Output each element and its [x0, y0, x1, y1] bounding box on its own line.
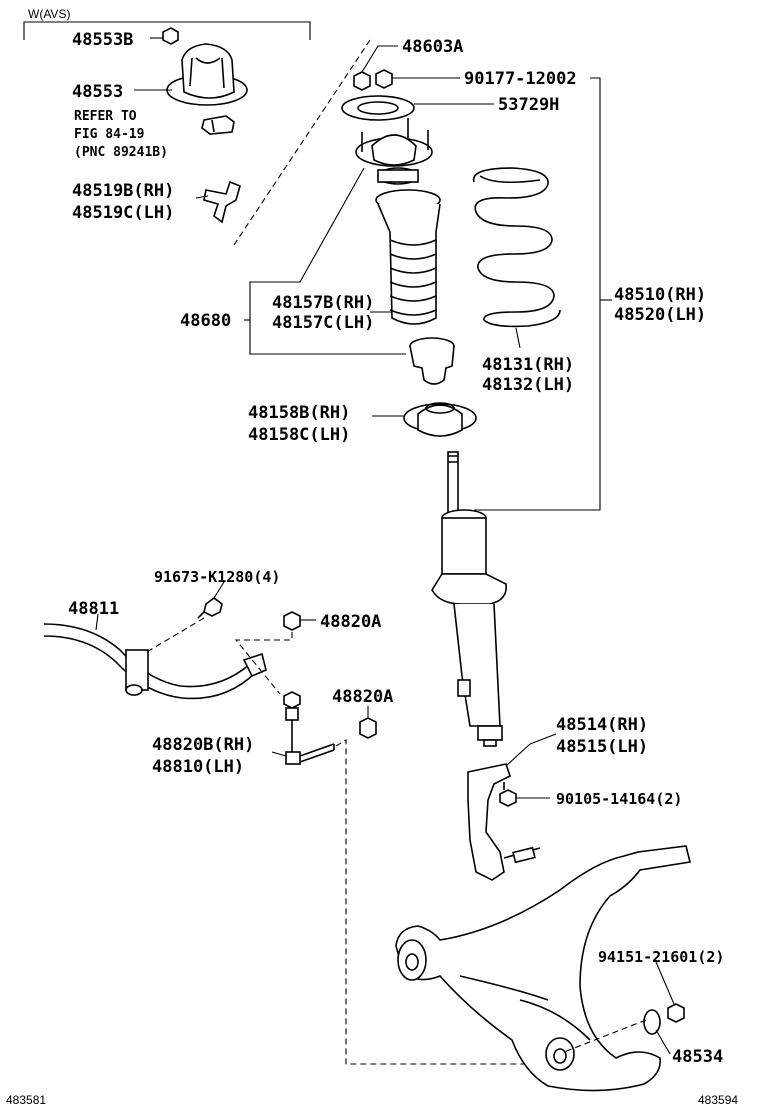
- label-48820A-upper: 48820A: [320, 612, 381, 632]
- part-90105-14164[interactable]: [499, 782, 517, 807]
- label-48680: 48680: [180, 311, 231, 331]
- label-48131: 48131(RH): [482, 355, 574, 375]
- label-48603A: 48603A: [402, 37, 463, 57]
- part-91673-K1280[interactable]: [197, 597, 223, 619]
- label-48534: 48534: [672, 1047, 723, 1067]
- label-48553: 48553: [72, 82, 123, 102]
- part-48157-dust-boot[interactable]: [375, 189, 441, 325]
- avs-group-bracket: W(AVS): [23, 7, 311, 40]
- label-48157B: 48157B(RH): [272, 293, 374, 313]
- refer-line-1: REFER TO: [74, 109, 137, 124]
- avs-dashed-link: [231, 39, 371, 249]
- diagram-code-right: 483594: [698, 1093, 738, 1107]
- label-91673-K1280: 91673-K1280(4): [154, 568, 280, 586]
- label-90105-14164: 90105-14164(2): [556, 790, 682, 808]
- part-upper-support[interactable]: [355, 118, 433, 185]
- part-48811-stabilizer-bar[interactable]: [43, 623, 267, 700]
- label-48514: 48514(RH): [556, 715, 648, 735]
- label-94151-21601: 94151-21601(2): [598, 948, 724, 966]
- part-lower-control-arm[interactable]: [395, 845, 691, 1092]
- part-coil-spring[interactable]: [472, 167, 561, 328]
- part-48820A-upper[interactable]: [283, 611, 301, 631]
- label-48157C: 48157C(LH): [272, 313, 374, 333]
- label-53729H: 53729H: [498, 95, 559, 115]
- label-48132: 48132(LH): [482, 375, 574, 395]
- label-48519C: 48519C(LH): [72, 203, 174, 223]
- refer-line-2: FIG 84-19: [74, 127, 144, 142]
- avs-group-label: W(AVS): [28, 7, 70, 21]
- part-48553[interactable]: [166, 43, 248, 106]
- part-48519[interactable]: [203, 180, 241, 224]
- label-48519B: 48519B(RH): [72, 181, 174, 201]
- part-94151-21601[interactable]: [667, 1003, 685, 1023]
- label-48158B: 48158B(RH): [248, 403, 350, 423]
- label-48810: 48810(LH): [152, 757, 244, 777]
- part-connector[interactable]: [201, 115, 235, 135]
- part-48514-bracket[interactable]: [467, 763, 541, 881]
- part-48534[interactable]: [643, 1009, 661, 1035]
- label-48515: 48515(LH): [556, 737, 648, 757]
- part-48820A-lower[interactable]: [359, 717, 377, 739]
- part-bump-stopper[interactable]: [409, 337, 455, 385]
- part-shock-absorber[interactable]: [431, 451, 507, 747]
- part-48553B[interactable]: [162, 27, 179, 45]
- part-48603A[interactable]: [353, 71, 371, 91]
- refer-line-3: (PNC 89241B): [74, 145, 168, 160]
- label-48820A-lower: 48820A: [332, 687, 393, 707]
- label-48820B: 48820B(RH): [152, 735, 254, 755]
- label-90177-12002: 90177-12002: [464, 69, 577, 89]
- part-53729H[interactable]: [341, 95, 415, 121]
- part-48158-spring-seat[interactable]: [403, 402, 477, 437]
- label-48553B: 48553B: [72, 30, 133, 50]
- label-48520: 48520(LH): [614, 305, 706, 325]
- label-48510: 48510(RH): [614, 285, 706, 305]
- part-90177-12002[interactable]: [375, 69, 393, 89]
- diagram-code-left: 483581: [6, 1093, 46, 1107]
- label-48158C: 48158C(LH): [248, 425, 350, 445]
- part-48820B-stabilizer-link[interactable]: [283, 691, 335, 765]
- label-48811: 48811: [68, 599, 119, 619]
